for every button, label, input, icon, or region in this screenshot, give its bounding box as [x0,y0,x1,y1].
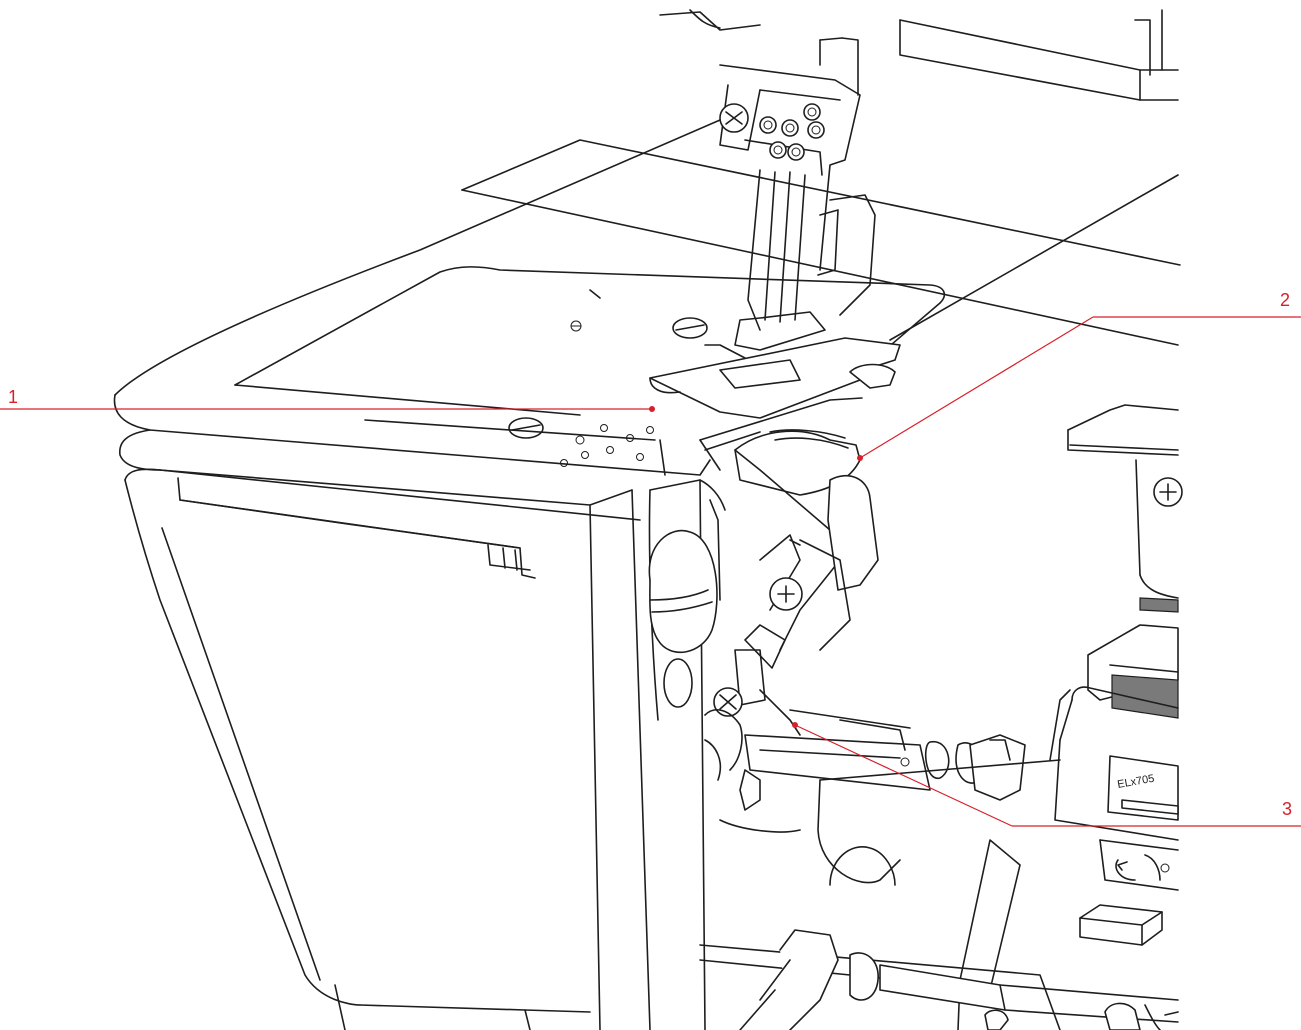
callout-2-dot [857,455,863,461]
looper-mechanism [699,429,1026,833]
machine-bed [113,266,946,521]
right-module: ELx705 [1049,404,1183,946]
callout-3-dot [792,722,798,728]
callout-3: 3 [792,722,1301,827]
handwheel-knob [648,529,718,708]
machine-rear-body [114,9,1181,396]
front-cover [124,468,651,1030]
callout-1-dot [649,406,655,412]
callout-1: 1 [0,387,655,412]
presser-foot-assembly [649,37,901,451]
callout-3-leader-diagonal [794,724,1013,827]
callout-2-leader-diagonal [859,316,1094,459]
callout-1-number: 1 [8,387,18,407]
looper-pivot-screw [713,687,743,717]
lower-frame [699,759,1179,1030]
callout-2: 2 [857,290,1301,461]
callout-3-number: 3 [1282,799,1292,819]
side-panel [648,479,718,1030]
plate-screw [508,317,708,439]
callout-2-number: 2 [1280,290,1290,310]
needle-clamp-screw [719,103,825,161]
looper-screw [769,577,803,611]
